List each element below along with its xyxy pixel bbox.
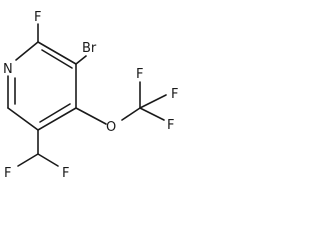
atom-cf3-f-right: F [171, 87, 178, 102]
substituent-bonds [17, 23, 167, 167]
atom-cf3-f-top: F [136, 67, 143, 82]
bond-n-c2 [15, 41, 39, 61]
chemical-structure-diagram: N F Br O F F F F F [3, 10, 178, 181]
bond-ccf3-f-bottom [139, 107, 165, 121]
bond-c5-c6 [7, 107, 39, 131]
atom-cf3-f-bottom: F [167, 118, 174, 133]
atom-br: Br [82, 41, 97, 56]
atom-chf2-f-left: F [4, 166, 11, 181]
atom-labels: N F Br O F F F F F [3, 10, 178, 181]
bond-c4-o [75, 107, 107, 125]
bond-o-ccf3 [121, 107, 141, 121]
bond-c4-c5-inner [39, 103, 71, 123]
atom-chf2-f-right: F [62, 166, 69, 181]
atom-n: N [3, 62, 13, 77]
bond-c3-br [75, 55, 87, 65]
bond-c2-c3 [37, 41, 77, 65]
atom-f-ring: F [34, 10, 41, 25]
bond-chf2-f-right [37, 153, 59, 167]
bond-chf2-f-left [17, 153, 39, 167]
bond-ccf3-f-right [139, 94, 167, 109]
atom-o: O [106, 120, 116, 135]
pyridine-ring [7, 41, 77, 131]
bond-c4-c5 [37, 107, 77, 131]
bond-c2-c3-inner [41, 49, 73, 69]
